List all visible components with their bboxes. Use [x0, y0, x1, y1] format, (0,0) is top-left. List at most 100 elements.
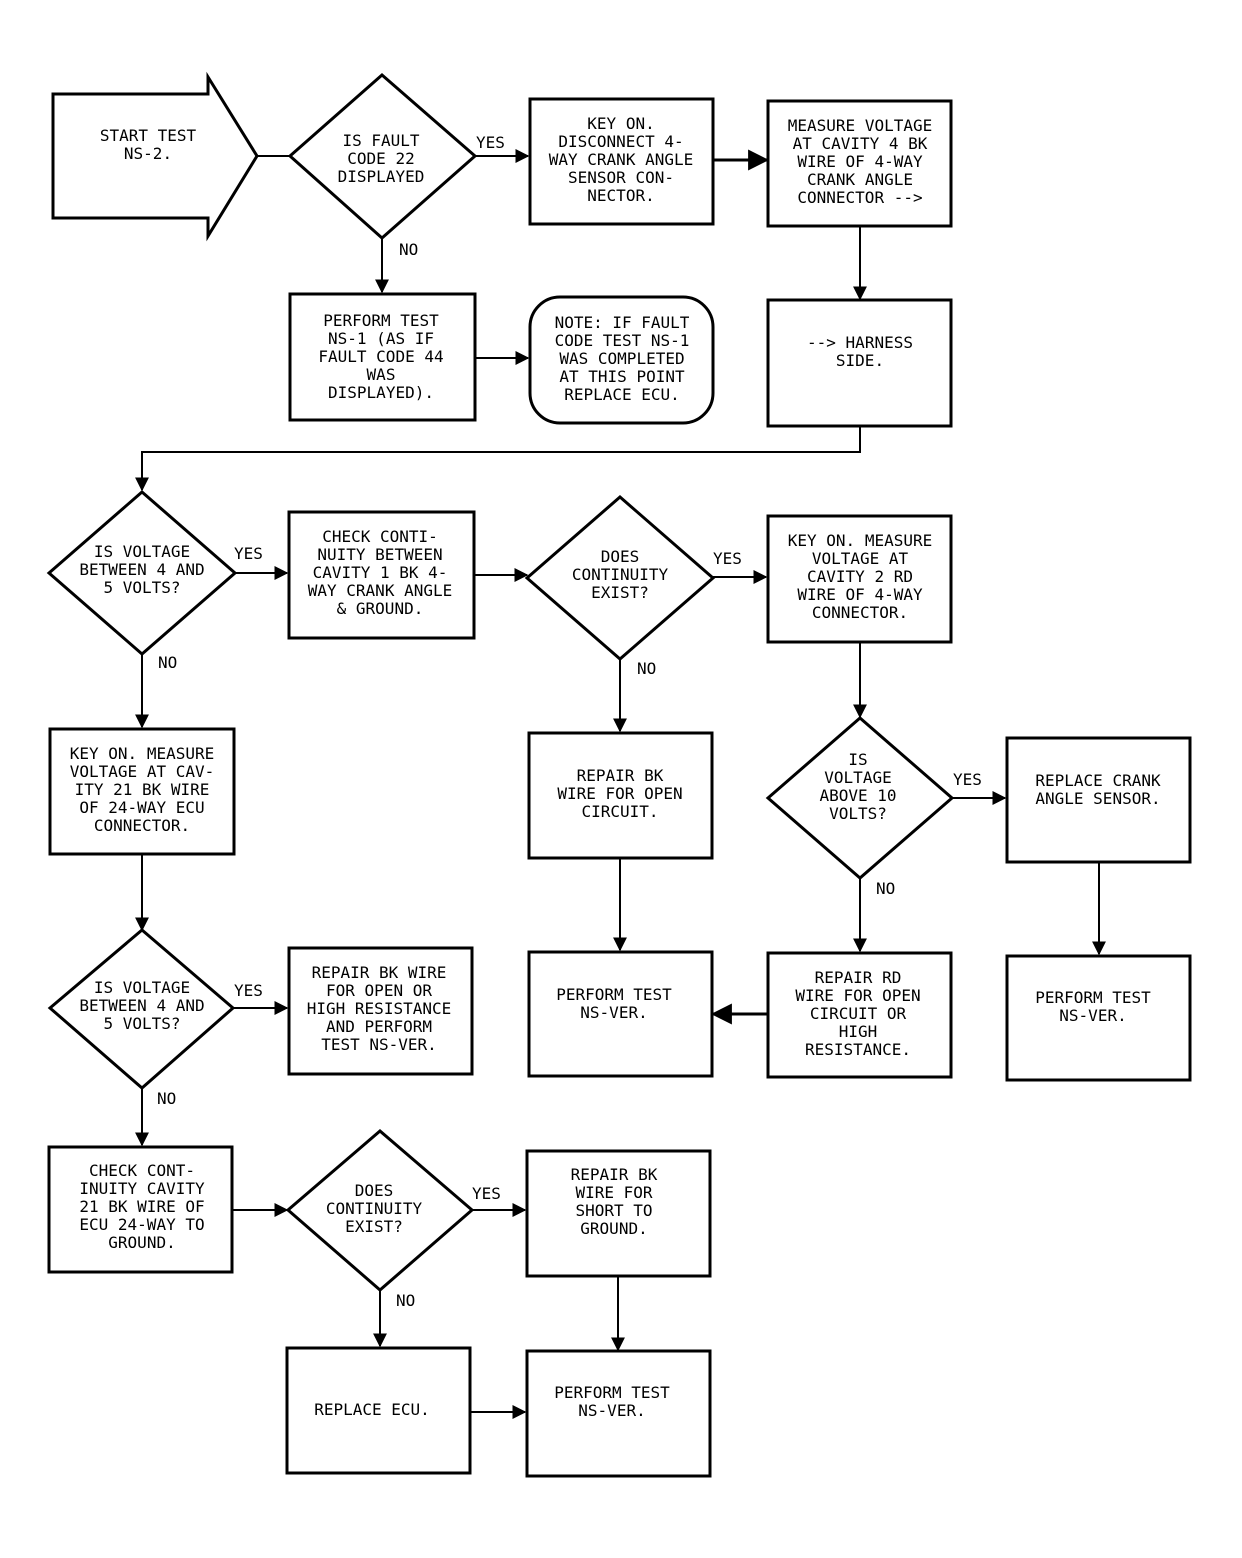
- text-line: IS FAULT: [342, 131, 419, 150]
- text-line: IS VOLTAGE: [94, 542, 190, 561]
- text-line: AND PERFORM: [326, 1017, 432, 1036]
- text-line: NS-1 (AS IF: [328, 329, 434, 348]
- text-line: IS: [848, 750, 867, 769]
- text-line: GROUND.: [108, 1233, 175, 1252]
- text-line: ECU 24-WAY TO: [79, 1215, 204, 1234]
- no-label: NO: [876, 879, 895, 898]
- text-line: VOLTAGE: [824, 768, 891, 787]
- yes-label: YES: [953, 770, 982, 789]
- text-line: REPAIR RD: [815, 968, 902, 987]
- text-line: NUITY BETWEEN: [317, 545, 442, 564]
- yes-label: YES: [234, 981, 263, 1000]
- text-line: VOLTAGE AT CAV-: [70, 762, 215, 781]
- yes-label: YES: [713, 549, 742, 568]
- text-line: HIGH RESISTANCE: [307, 999, 452, 1018]
- text-line: EXIST?: [345, 1217, 403, 1236]
- text-line: KEY ON. MEASURE: [788, 531, 933, 550]
- text-line: CONNECTOR.: [94, 816, 190, 835]
- text-line: CIRCUIT OR: [810, 1004, 907, 1023]
- text-line: RESISTANCE.: [805, 1040, 911, 1059]
- text-line: CAVITY 1 BK 4-: [313, 563, 448, 582]
- no-label: NO: [157, 1089, 176, 1108]
- text-line: IS VOLTAGE: [94, 978, 190, 997]
- text-line: INUITY CAVITY: [79, 1179, 205, 1198]
- text-line: AT THIS POINT: [559, 367, 685, 386]
- text-line: ANGLE SENSOR.: [1035, 789, 1160, 808]
- text-line: BETWEEN 4 AND: [79, 560, 204, 579]
- text-line: REPLACE ECU.: [314, 1400, 430, 1419]
- text-line: ITY 21 BK WIRE: [75, 780, 210, 799]
- no-label: NO: [637, 659, 656, 678]
- text-line: SHORT TO: [575, 1201, 652, 1220]
- text-line: TEST NS-VER.: [321, 1035, 437, 1054]
- text-line: WAS COMPLETED: [559, 349, 684, 368]
- text-line: GROUND.: [580, 1219, 647, 1238]
- text-line: KEY ON. MEASURE: [70, 744, 215, 763]
- text-line: WAS: [367, 365, 396, 384]
- no-label: NO: [396, 1291, 415, 1310]
- text-line: WAY CRANK ANGLE: [549, 150, 694, 169]
- connectors: [135, 149, 1106, 1419]
- text-line: CONNECTOR.: [812, 603, 908, 622]
- text-line: CHECK CONTI-: [322, 527, 438, 546]
- text-line: NS-VER.: [1059, 1006, 1126, 1025]
- text-line: NS-2.: [124, 144, 172, 163]
- text-line: 5 VOLTS?: [103, 578, 180, 597]
- text-line: VOLTS?: [829, 804, 887, 823]
- text-line: FAULT CODE 44: [318, 347, 443, 366]
- text-line: CONTINUITY: [326, 1199, 423, 1218]
- text-line: EXIST?: [591, 583, 649, 602]
- text-line: WIRE OF 4-WAY: [797, 585, 923, 604]
- text-line: BETWEEN 4 AND: [79, 996, 204, 1015]
- text-line: SENSOR CON-: [568, 168, 674, 187]
- text-line: PERFORM TEST: [556, 985, 672, 1004]
- box-replace-ecu: REPLACE ECU.: [285, 1346, 472, 1475]
- text-line: PERFORM TEST: [323, 311, 439, 330]
- text-line: DISPLAYED: [338, 167, 425, 186]
- yes-label: YES: [472, 1184, 501, 1203]
- text-line: REPAIR BK: [571, 1165, 658, 1184]
- text-line: CODE 22: [347, 149, 414, 168]
- text-line: NOTE: IF FAULT: [555, 313, 690, 332]
- text-line: DOES: [601, 547, 640, 566]
- text-line: OF 24-WAY ECU: [79, 798, 204, 817]
- text-line: AT CAVITY 4 BK: [793, 134, 928, 153]
- text-line: REPAIR BK WIRE: [312, 963, 447, 982]
- text-line: START TEST: [100, 126, 197, 145]
- text-line: REPAIR BK: [577, 766, 664, 785]
